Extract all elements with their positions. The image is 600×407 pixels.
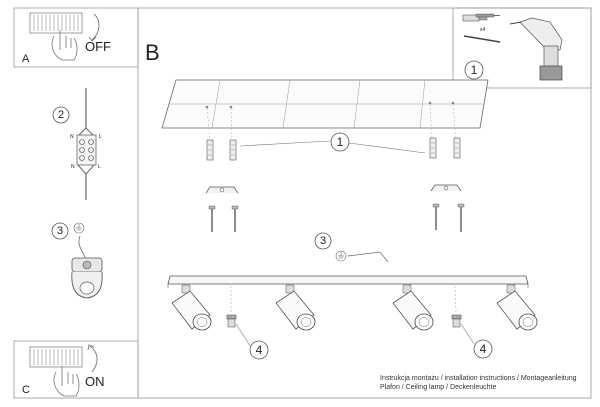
terminal-l-bottom: L — [98, 164, 101, 170]
curved-arrow-icon — [91, 13, 100, 41]
mounting-bracket-left — [205, 186, 239, 194]
screw-icon — [457, 203, 465, 232]
step-number: 3 — [320, 235, 326, 247]
fixing-screw-icon — [226, 314, 237, 328]
spotlight — [275, 284, 316, 331]
kit-step-number: 1 — [471, 63, 478, 77]
panel-b-letter: B — [145, 40, 160, 65]
drill-icon — [509, 17, 563, 81]
terminal-block-icon — [76, 88, 97, 200]
screwdriver-icon — [463, 35, 501, 43]
lamp-base-bar — [167, 275, 529, 288]
kit-panel-frame — [452, 7, 592, 89]
screw-icon — [475, 13, 500, 18]
panel-a: A OFF — [22, 12, 111, 65]
footer-product-line: Plafon / Ceiling lamp / Deckenleuchte — [380, 384, 497, 391]
footer-instructions-line: Instrukcja montażu / installation instru… — [380, 375, 577, 382]
terminal-n-top: N — [70, 134, 74, 140]
panel-a-letter: A — [22, 53, 30, 65]
wall-plug-set — [206, 137, 461, 161]
kit-quantity: x4 — [480, 27, 486, 33]
step-1-callout: 1 — [239, 132, 426, 154]
step-number: 1 — [337, 135, 344, 149]
curved-arrow-icon — [89, 345, 98, 373]
step-number: 3 — [57, 225, 63, 237]
hand-icon — [53, 366, 80, 397]
kit-panel: x4 1 — [462, 13, 563, 81]
step-number: 4 — [256, 343, 263, 357]
terminal-l-top: L — [99, 134, 102, 140]
step-badge — [51, 222, 69, 240]
step-badge — [314, 232, 332, 250]
wall-plug-icon — [229, 139, 237, 161]
spotlight — [171, 284, 212, 331]
ceiling-plane — [161, 79, 489, 141]
mounting-bracket-right — [430, 184, 462, 192]
step-badge — [330, 132, 350, 152]
wall-plug-icon — [453, 137, 461, 159]
wall-switch-off-icon — [29, 12, 83, 34]
screw-icon — [208, 205, 216, 232]
panel-c: C ON — [22, 344, 105, 397]
hand-icon — [51, 30, 78, 61]
screw-icon — [231, 205, 239, 232]
step-4-right-callout: 4 — [451, 285, 493, 359]
screw-icon — [432, 203, 440, 230]
screw-set — [208, 203, 465, 232]
step-badge — [249, 340, 269, 360]
panel-c-frame — [13, 340, 139, 399]
step-2-terminal-block: 2 N L N L — [52, 88, 102, 200]
spotlight — [392, 284, 434, 331]
step-number: 4 — [480, 342, 487, 356]
step-badge — [464, 60, 484, 80]
wall-switch-on-icon — [29, 346, 83, 368]
ground-symbol-icon — [335, 250, 347, 262]
ground-symbol-icon — [73, 222, 85, 234]
step-badge — [473, 339, 493, 359]
step-4-left-callout: 4 — [226, 286, 269, 360]
panel-b-frame — [137, 7, 592, 399]
ground-clamp-icon — [71, 257, 103, 299]
wall-plug-icon — [429, 137, 437, 159]
terminal-n-bottom: N — [71, 164, 75, 170]
step-number: 2 — [58, 109, 64, 121]
panel-a-frame — [13, 7, 139, 68]
step-3-ground-connection: 3 — [51, 222, 103, 299]
wall-plug-icon — [206, 139, 214, 161]
spotlight — [496, 284, 538, 331]
step-3-ground-callout: 3 — [314, 232, 389, 263]
switch-off-label: OFF — [85, 39, 111, 54]
switch-on-label: ON — [85, 374, 105, 389]
step-badge — [52, 106, 70, 124]
panel-c-letter: C — [22, 384, 30, 396]
fixing-screw-icon — [451, 314, 462, 328]
